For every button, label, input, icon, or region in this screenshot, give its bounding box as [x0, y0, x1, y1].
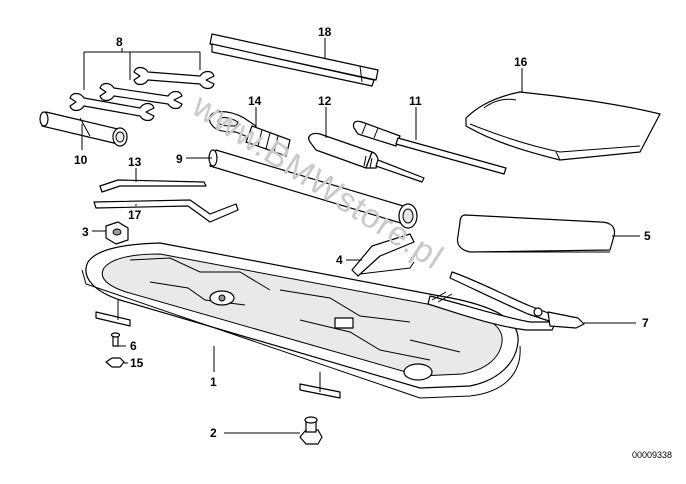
- callout-12: 12: [318, 94, 332, 108]
- part-13-hex-key: [99, 179, 207, 193]
- callout-16: 16: [514, 55, 528, 69]
- part-18-bar: [209, 33, 379, 87]
- callout-5: 5: [644, 229, 651, 243]
- callout-labels: 8 18 16 14 12 11 10 9 13 17 3 5 4 7 6 15…: [74, 25, 651, 440]
- part-9-socket-tube: [208, 149, 418, 229]
- part-8-wrenches: [69, 66, 215, 122]
- callout-7: 7: [642, 316, 649, 330]
- callout-6: 6: [130, 339, 137, 353]
- callout-13: 13: [128, 155, 142, 169]
- part-2-bolt: [299, 416, 323, 445]
- callout-11: 11: [409, 94, 422, 108]
- diagram-code: 00009338: [632, 450, 672, 460]
- callout-4: 4: [336, 253, 343, 267]
- part-10-box-spanner: [39, 111, 128, 147]
- part-4-clip: [351, 233, 415, 277]
- callout-10: 10: [74, 153, 88, 167]
- callout-14: 14: [248, 94, 262, 108]
- callout-1: 1: [210, 375, 217, 389]
- part-15-nut: [105, 357, 125, 368]
- callout-9: 9: [176, 152, 183, 166]
- part-12-handle: [308, 132, 425, 183]
- leader-lines: [81, 38, 640, 434]
- callout-18: 18: [318, 25, 332, 39]
- part-5-plate: [456, 214, 616, 253]
- callout-3: 3: [82, 225, 89, 239]
- part-3-nut: [105, 221, 129, 245]
- callout-15: 15: [130, 356, 144, 370]
- watermark-text: www.BMWstore.pl: [185, 86, 450, 277]
- part-7-pliers: [427, 271, 585, 331]
- callout-2: 2: [210, 426, 217, 440]
- part-1-tool-tray: [81, 242, 521, 399]
- part-16-cloth: [465, 91, 661, 161]
- part-17-hex-key: [93, 199, 239, 223]
- part-11-screwdriver: [352, 120, 507, 175]
- callout-17: 17: [128, 208, 142, 222]
- callout-8: 8: [116, 35, 123, 49]
- part-6-screw: [110, 332, 121, 347]
- part-14-towing-eye: [208, 111, 291, 157]
